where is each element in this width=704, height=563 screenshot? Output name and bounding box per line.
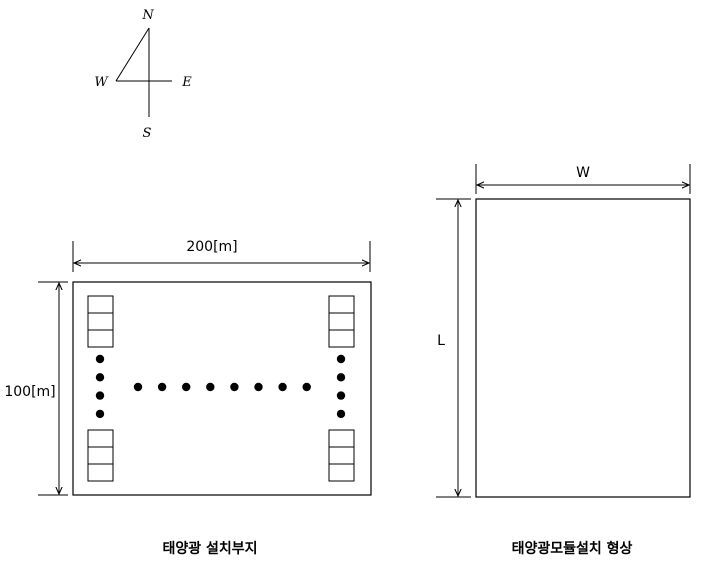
- site-caption: 태양광 설치부지: [162, 540, 257, 557]
- horizontal-dot: [133, 382, 143, 392]
- horizontal-dot: [157, 382, 167, 392]
- module-stacks: [87, 295, 355, 482]
- horizontal-dot: [302, 382, 311, 392]
- module-width-label: W: [576, 165, 590, 181]
- module-stack-top-right: [328, 295, 355, 348]
- right-vertical-dot: [336, 391, 346, 400]
- left-vertical-dot: [95, 391, 105, 400]
- horizontal-dot: [254, 382, 263, 392]
- module-outline: [475, 198, 691, 498]
- site-plan: 200[m] 100[m] 태양광 설치부지: [4, 239, 372, 557]
- solar-module-cell: [328, 312, 355, 331]
- horizontal-dot: [206, 382, 215, 392]
- left-vertical-dot: [95, 409, 105, 419]
- right-vertical-dot: [336, 354, 346, 364]
- solar-module-cell: [328, 429, 355, 448]
- horizontal-dot: [182, 382, 191, 392]
- site-dots: [95, 354, 346, 419]
- left-vertical-dot: [95, 373, 105, 382]
- compass-south-label: S: [143, 126, 152, 141]
- module-shape: W L 태양광모듈설치 형상: [436, 164, 691, 557]
- solar-module-cell: [87, 463, 114, 482]
- compass-west-label: W: [94, 75, 109, 90]
- solar-module-cell: [87, 329, 114, 348]
- solar-module-cell: [328, 329, 355, 348]
- module-stack-bottom-left: [87, 429, 114, 482]
- compass-north-label: N: [141, 8, 154, 23]
- right-vertical-dot: [336, 373, 346, 382]
- solar-module-cell: [87, 295, 114, 314]
- horizontal-dot: [230, 382, 239, 392]
- solar-module-cell: [328, 295, 355, 314]
- site-height-label: 100[m]: [4, 384, 55, 400]
- solar-module-cell: [328, 463, 355, 482]
- horizontal-dot: [278, 382, 287, 392]
- module-stack-bottom-right: [328, 429, 355, 482]
- site-width-label: 200[m]: [186, 239, 237, 255]
- module-stack-top-left: [87, 295, 114, 348]
- module-caption: 태양광모듈설치 형상: [512, 540, 633, 557]
- compass: N S E W: [94, 8, 192, 141]
- solar-module-cell: [87, 446, 114, 465]
- compass-pointer-edge: [115, 27, 150, 82]
- compass-east-label: E: [181, 75, 192, 90]
- module-length-label: L: [437, 333, 445, 349]
- solar-module-cell: [87, 312, 114, 331]
- solar-module-cell: [87, 429, 114, 448]
- left-vertical-dot: [95, 354, 105, 364]
- site-boundary: [72, 281, 372, 496]
- solar-module-cell: [328, 446, 355, 465]
- right-vertical-dot: [336, 409, 346, 419]
